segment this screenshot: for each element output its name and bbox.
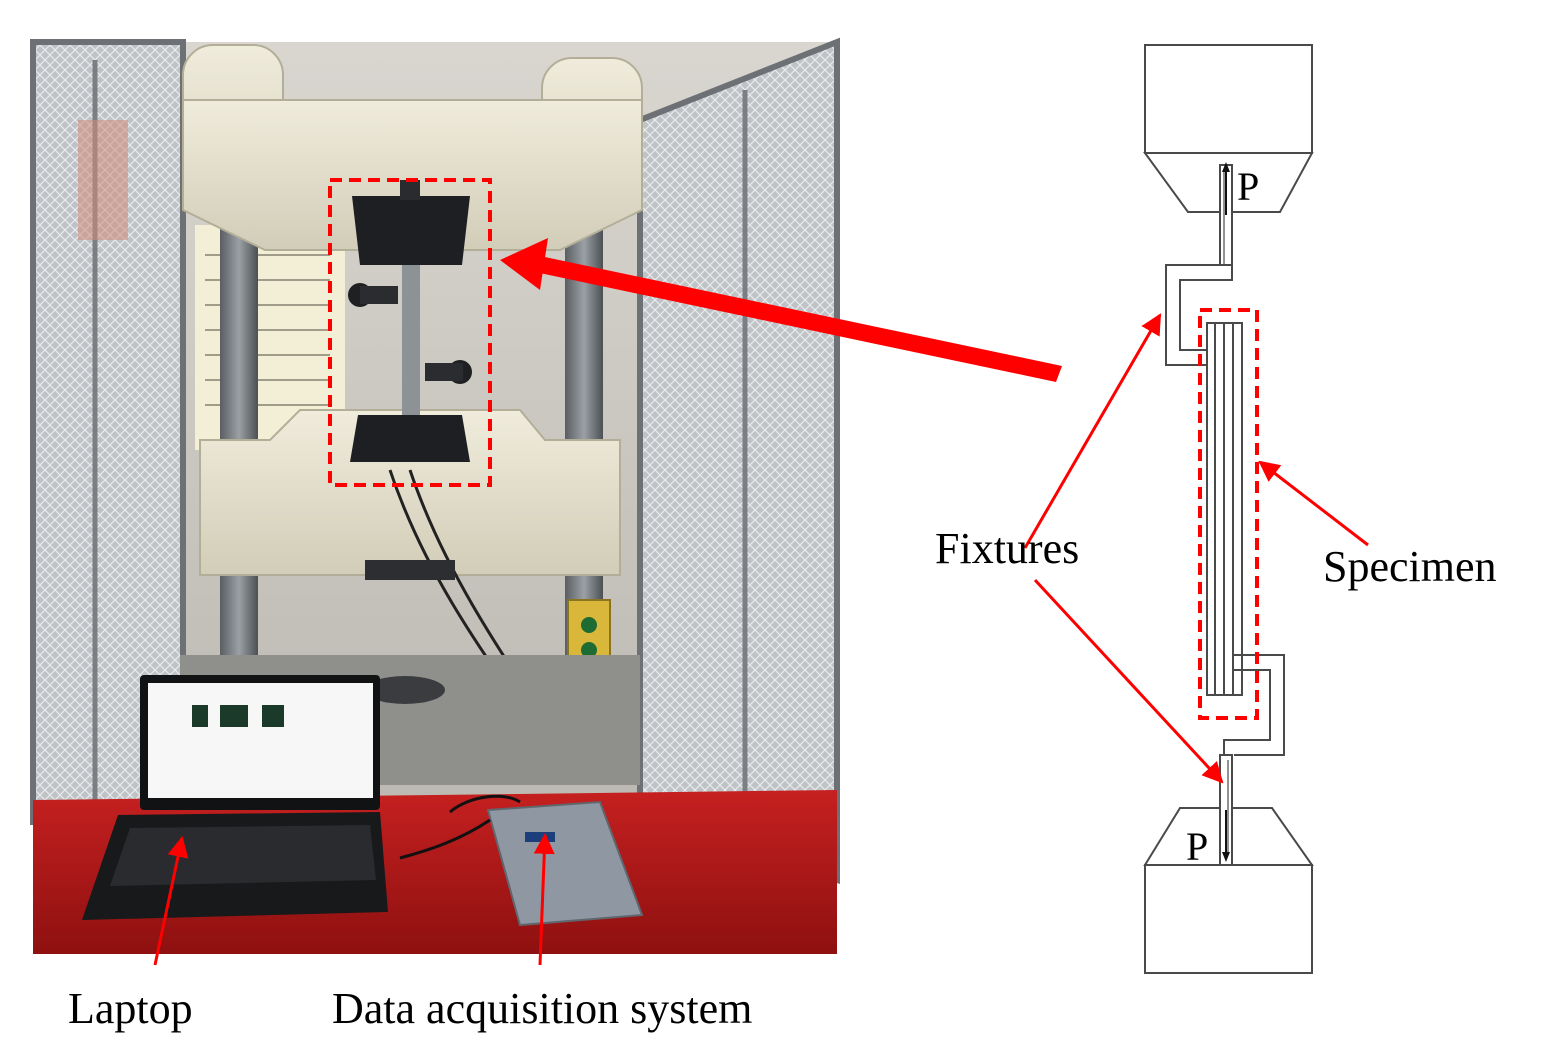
daq-device [399,794,644,927]
base-disk [365,676,445,704]
specimen-arrow [1258,460,1369,547]
daq-arrow [533,832,555,966]
laptop-arrow [153,835,189,966]
specimen-highlight [1198,308,1259,720]
grip-region-highlight [328,178,492,487]
specimen-body [1206,322,1243,696]
machine-upper-crosshead [182,44,643,251]
laptop-label: Laptop [68,984,193,1033]
fixtures-arrow-lower [1033,578,1224,784]
fixtures-label: Fixtures [935,524,1079,573]
link-arrow [500,238,1062,382]
daq-label: Data acquisition system [332,984,752,1033]
bottom-clamp-block [1144,864,1313,974]
laptop-device [82,675,388,920]
specimen-schematic [1143,44,1314,974]
load-label-top: P [1237,164,1259,209]
test-setup-photo [30,37,840,966]
fixtures-arrow-upper [1023,313,1162,549]
specimen-label: Specimen [1323,542,1497,591]
load-label-bottom: P [1186,824,1208,869]
machine-grips [348,180,582,771]
safety-cage-right [637,37,840,885]
machine-lower-crosshead [199,409,621,576]
load-cell [365,560,455,580]
top-clamp-block [1144,44,1313,154]
